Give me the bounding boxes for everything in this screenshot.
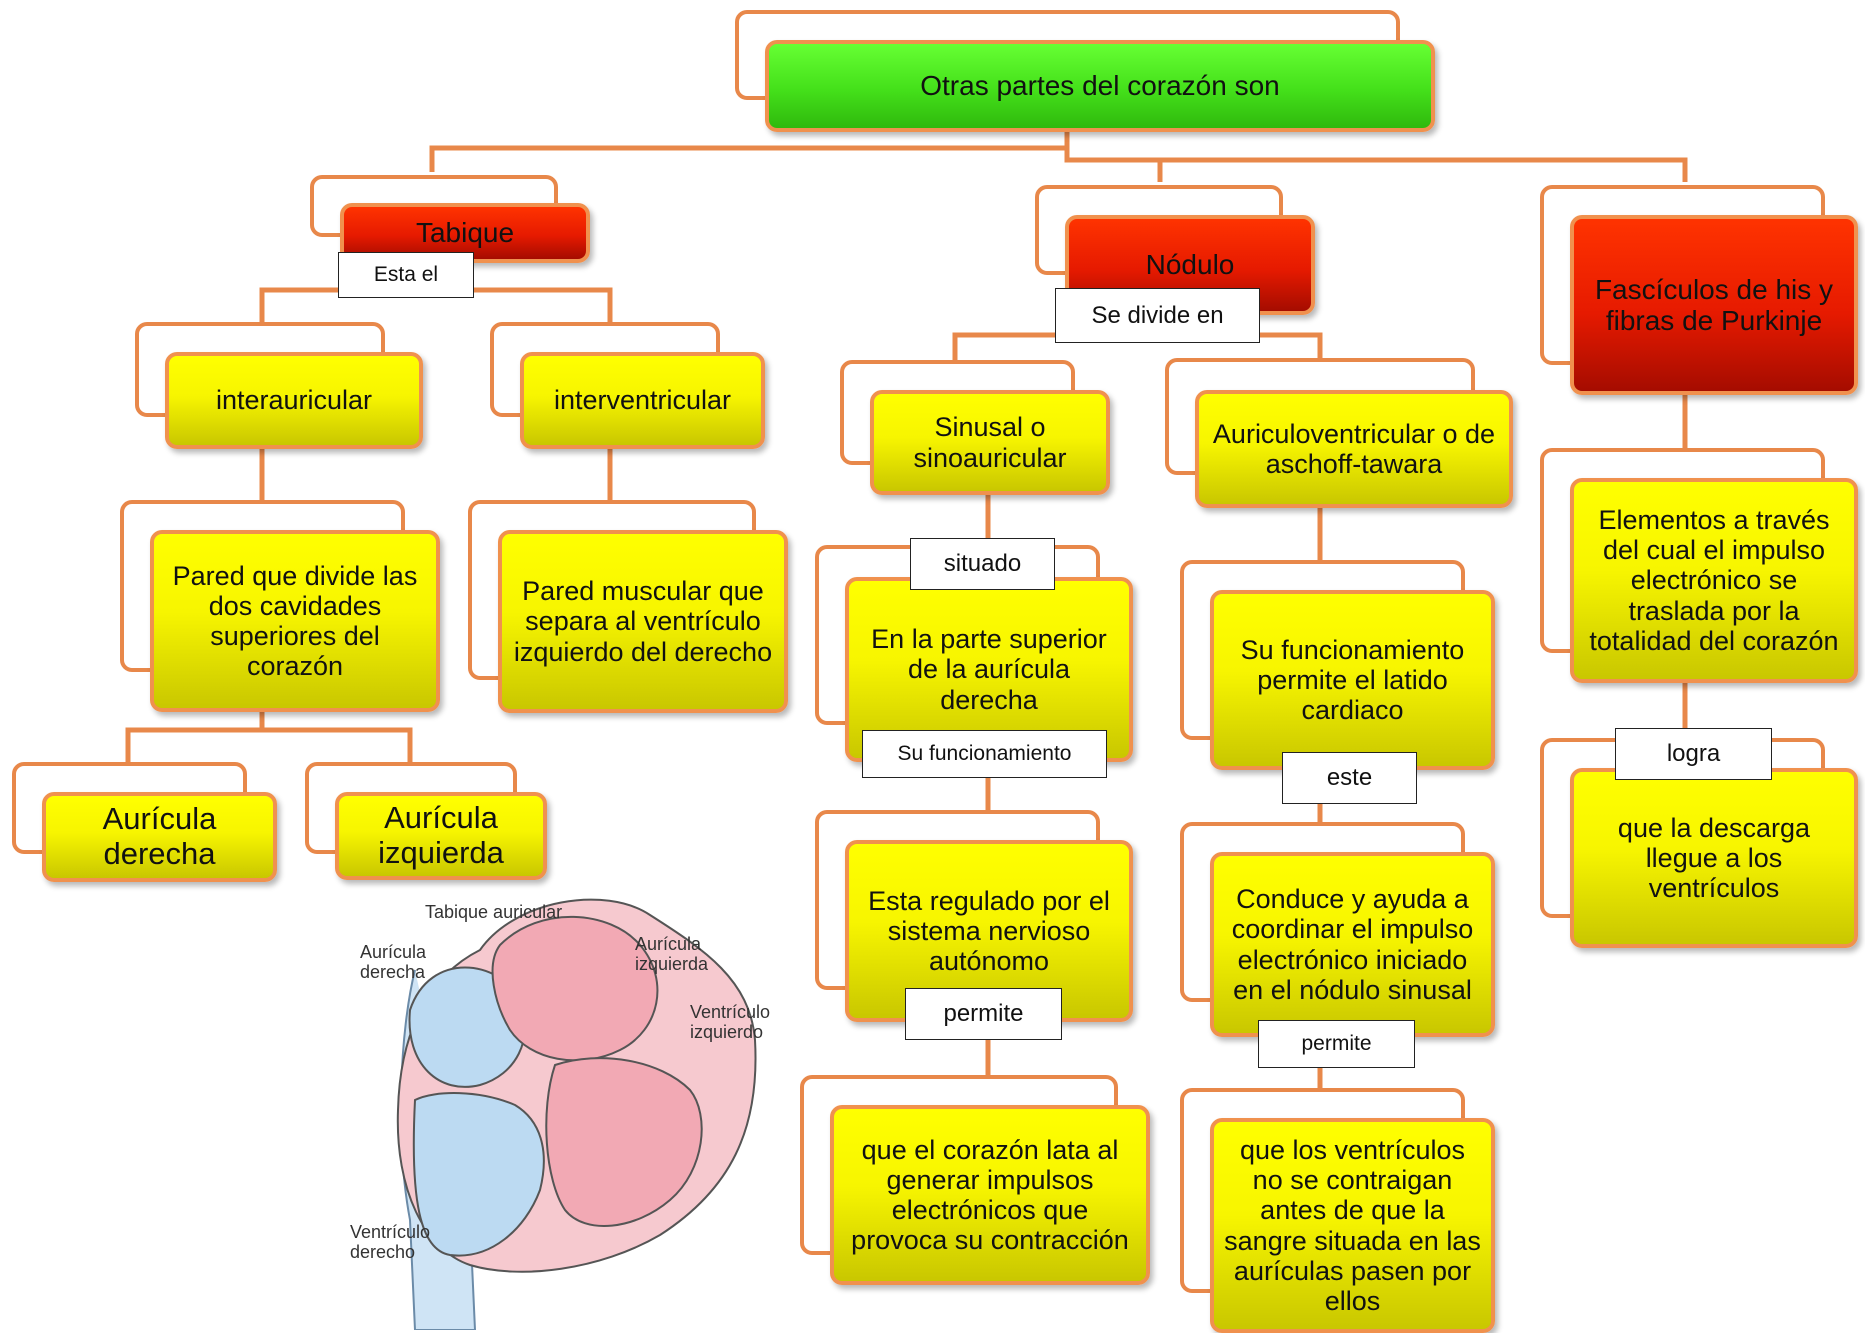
heart-label-vd-2: derecho	[350, 1242, 415, 1262]
heart-label-tabique: Tabique auricular	[425, 902, 562, 922]
interauricular-label: interauricular	[215, 385, 373, 416]
av-action: Conduce y ayuda a coordinar el impulso e…	[1210, 852, 1495, 1037]
sinusal-node: Sinusal o sinoauricular	[870, 390, 1110, 495]
av-result: que los ventrículos no se contraigan ant…	[1210, 1118, 1495, 1333]
interauricular-description: Pared que divide las dos cavidades super…	[150, 530, 440, 712]
av-node: Auriculoventricular o de aschoff-tawara	[1195, 390, 1513, 508]
heart-label-vi-2: izquierdo	[690, 1022, 763, 1042]
interventricular-label: interventricular	[553, 385, 732, 416]
right-ventricle-shape	[412, 1092, 545, 1257]
heart-illustration: Tabique auricular Aurícula derecha Auríc…	[350, 898, 770, 1330]
sinusal-result: que el corazón lata al generar impulsos …	[830, 1105, 1150, 1285]
fasciculos-connector: logra	[1615, 728, 1772, 780]
nodulo-connector: Se divide en	[1055, 288, 1260, 343]
interventricular-node: interventricular	[520, 352, 765, 449]
left-ventricle-shape	[545, 1057, 703, 1227]
av-function: Su funcionamiento permite el latido card…	[1210, 590, 1495, 770]
tabique-connector: Esta el	[338, 252, 474, 298]
nodulo-label: Nódulo	[1145, 249, 1235, 281]
heart-label-vi-1: Ventrículo	[690, 1002, 770, 1022]
auricula-derecha-node: Aurícula derecha	[42, 792, 277, 882]
left-atrium-shape	[491, 915, 659, 1062]
interventricular-description: Pared muscular que separa al ventrículo …	[498, 530, 788, 713]
heart-label-vd-1: Ventrículo	[350, 1222, 430, 1242]
fasciculos-node: Fascículos de his y fibras de Purkinje	[1570, 215, 1858, 395]
fasciculos-result: que la descarga llegue a los ventrículos	[1570, 768, 1858, 948]
sinusal-connector-situado: situado	[910, 538, 1055, 590]
sinusal-regulation: Esta regulado por el sistema nervioso au…	[845, 840, 1133, 1022]
heart-label-ad-1: Aurícula	[360, 942, 427, 962]
av-connector-permite: permite	[1258, 1020, 1415, 1068]
fasciculos-description: Elementos a través del cual el impulso e…	[1570, 478, 1858, 683]
tabique-label: Tabique	[415, 217, 515, 249]
av-connector-este: este	[1282, 752, 1417, 804]
root-node: Otras partes del corazón son	[765, 40, 1435, 132]
heart-label-ai-1: Aurícula	[635, 934, 702, 954]
interauricular-node: interauricular	[165, 352, 423, 449]
sinusal-connector-funcionamiento: Su funcionamiento	[862, 730, 1107, 778]
sinusal-connector-permite: permite	[905, 988, 1062, 1040]
auricula-izquierda-node: Aurícula izquierda	[335, 792, 547, 880]
heart-label-ai-2: izquierda	[635, 954, 709, 974]
root-label: Otras partes del corazón son	[920, 70, 1280, 102]
heart-label-ad-2: derecha	[360, 962, 426, 982]
